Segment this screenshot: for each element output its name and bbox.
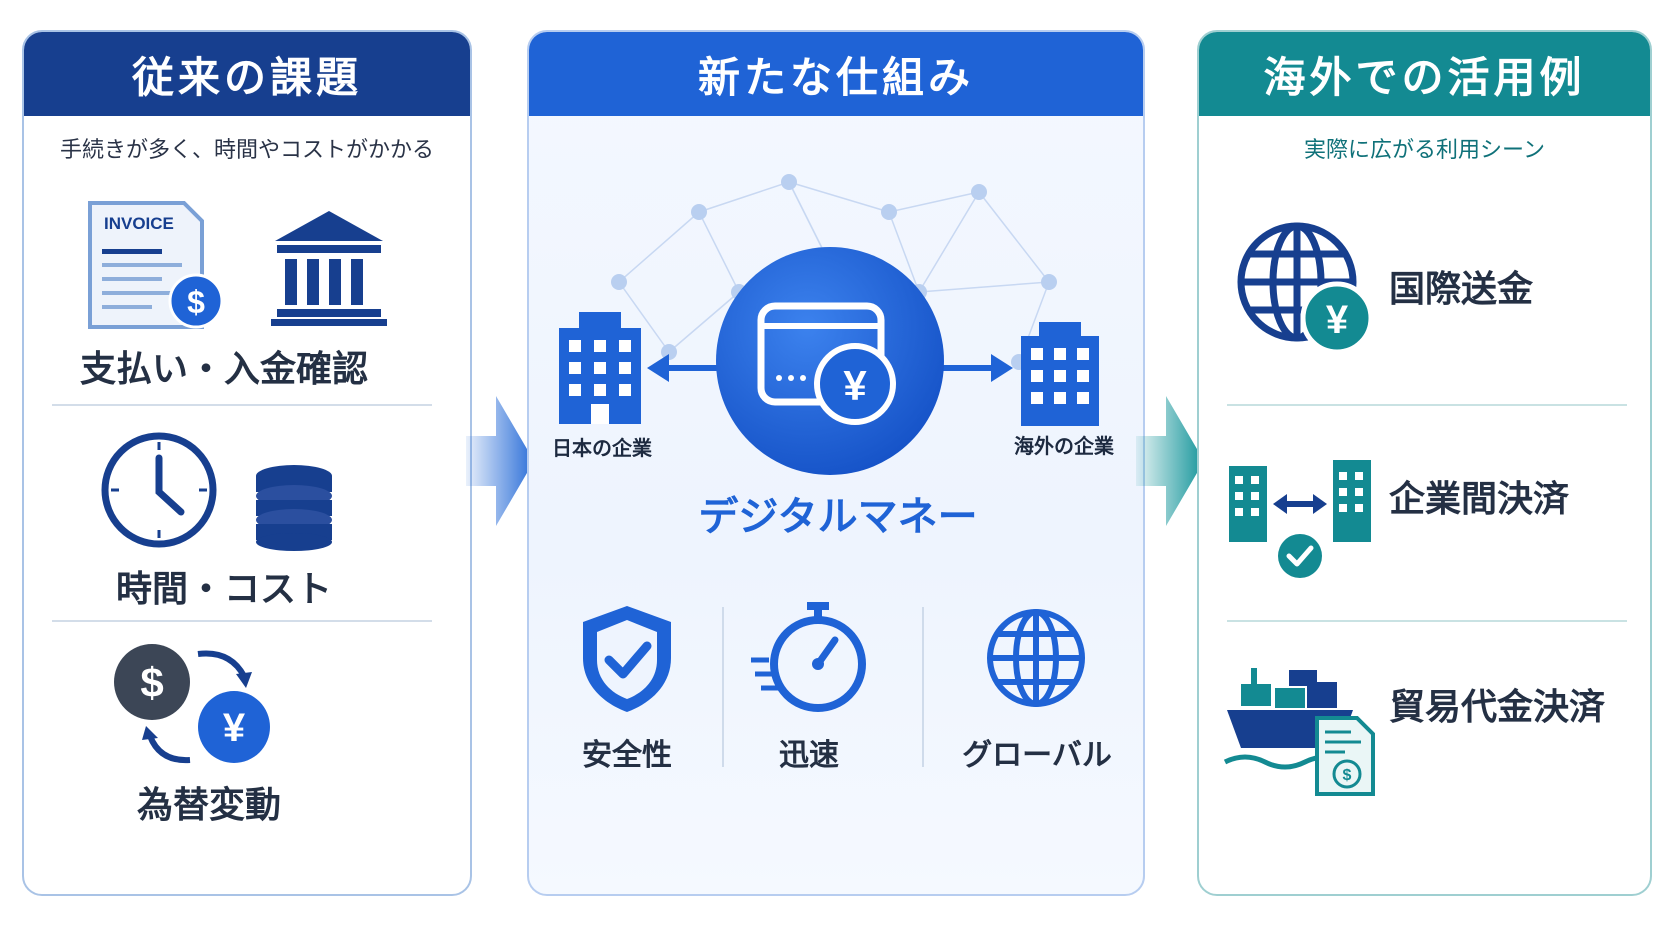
label-digital-money: デジタルマネー [698, 494, 978, 540]
divider [52, 404, 432, 406]
panel-subtitle: 手続きが多く、時間やコストがかかる [59, 138, 434, 163]
arrow-left-icon [647, 354, 719, 382]
label-overseas-company: 海外の企業 [1014, 434, 1114, 458]
panel-overseas-use-cases: 海外での活用例 実際に広がる利用シーン ¥ 国際送金 [1197, 30, 1652, 896]
panel-subtitle: 実際に広がる利用シーン [1304, 138, 1545, 163]
label-payment-confirmation: 支払い・入金確認 [79, 349, 368, 390]
flow-arrow-right-icon [1136, 396, 1204, 526]
clock-icon [101, 432, 217, 548]
divider [1227, 620, 1627, 622]
shield-check-icon [583, 606, 671, 712]
panel-title: 海外での活用例 [1199, 32, 1650, 116]
label-b2b-settlement: 企業間決済 [1389, 479, 1570, 520]
svg-text:$: $ [140, 659, 163, 706]
svg-text:INVOICE: INVOICE [104, 214, 174, 233]
svg-text:¥: ¥ [843, 362, 867, 409]
stopwatch-icon [751, 602, 866, 712]
svg-text:$: $ [187, 284, 205, 320]
divider [722, 607, 724, 767]
divider [52, 620, 432, 622]
divider [922, 607, 924, 767]
arrow-right-icon [941, 354, 1013, 382]
coins-icon [256, 465, 332, 551]
panel-traditional-issues: 従来の課題 手続きが多く、時間やコストがかかる INVOICE $ 支払い・入金… [22, 30, 472, 896]
label-international-remittance: 国際送金 [1389, 269, 1534, 310]
label-time-cost: 時間・コスト [115, 569, 332, 610]
currency-exchange-icon: $ ¥ [114, 644, 270, 764]
label-global: グローバル [962, 738, 1112, 773]
buildings-exchange-icon [1229, 460, 1371, 578]
label-security: 安全性 [582, 738, 672, 773]
svg-text:¥: ¥ [223, 706, 246, 750]
panel-title: 従来の課題 [24, 32, 470, 116]
label-trade-settlement: 貿易代金決済 [1389, 687, 1606, 728]
digital-money-wallet-icon: ¥ [716, 247, 944, 475]
cargo-ship-icon: $ [1223, 668, 1375, 796]
building-icon [1021, 322, 1099, 426]
flow-arrow-right-icon [466, 396, 534, 526]
label-speed: 迅速 [779, 738, 839, 773]
svg-text:¥: ¥ [1326, 298, 1349, 342]
globe-yen-icon: ¥ [1237, 222, 1374, 355]
globe-icon [987, 609, 1085, 707]
invoice-icon: INVOICE $ [88, 201, 224, 329]
panel-new-system: 新たな仕組み 日本の企業 [527, 30, 1145, 896]
building-icon [559, 312, 641, 424]
panel-title: 新たな仕組み [529, 32, 1143, 116]
label-exchange-fluctuation: 為替変動 [136, 785, 281, 826]
label-japanese-company: 日本の企業 [552, 436, 652, 460]
divider [1227, 404, 1627, 406]
bank-icon [271, 211, 387, 326]
svg-text:$: $ [1343, 767, 1352, 784]
